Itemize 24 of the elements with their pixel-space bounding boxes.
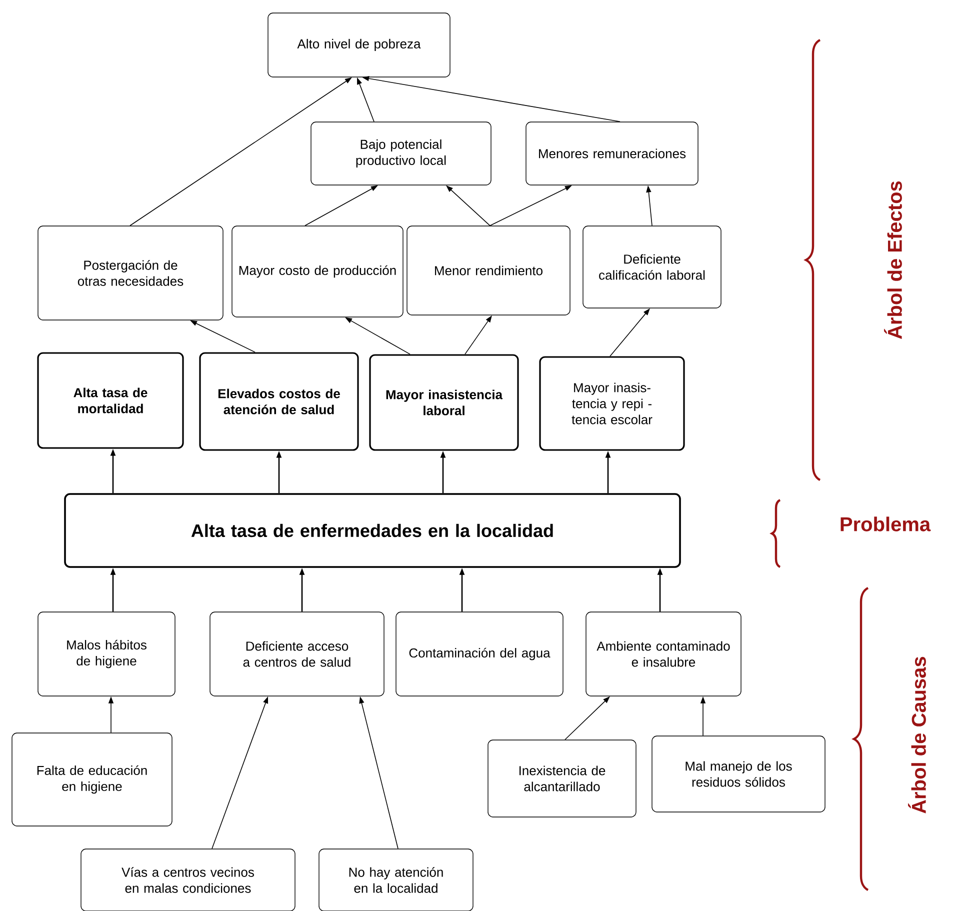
effect-box: Alta tasa de mortalidad [37, 352, 184, 449]
cause-box: Malos hábitos de higiene [38, 612, 176, 696]
effect-box: Mayor inasistencia laboral [369, 354, 519, 451]
problem-box: Alta tasa de enfermedades en la localidad [64, 493, 681, 568]
cause-box: Falta de educación en higiene [12, 732, 172, 826]
effect-box: Menor rendimiento [406, 226, 570, 316]
effect-box: Mayor inasis- tencia y repi - tencia escolar [539, 356, 685, 451]
cause-box: Vías a centros vecinos en malas condiciones [80, 848, 296, 911]
cause-box: Ambiente contaminado e insalubre [586, 612, 742, 696]
cause-box: No hay atención en la localidad [318, 848, 474, 911]
effect-box: Postergación de otras necesidades [38, 226, 224, 320]
effect-box: Deficiente calificación laboral [582, 226, 722, 308]
section-label: Árbol de Causas [908, 656, 926, 814]
effect-box: Bajo potencial productivo local [310, 122, 492, 186]
cause-box: Inexistencia de alcantarillado [488, 740, 636, 818]
effect-box: Elevados costos de atención de salud [199, 352, 359, 451]
cause-box: Deficiente acceso a centros de salud [210, 612, 384, 696]
effect-box: Mayor costo de producción [232, 226, 404, 318]
section-label: Árbol de Efectos [884, 181, 902, 339]
cause-box: Contaminación del agua [396, 612, 564, 696]
effect-box: Menores remuneraciones [526, 122, 698, 186]
effect-box: Alto nivel de pobreza [268, 12, 450, 78]
section-label: Problema [840, 516, 931, 532]
cause-box: Mal manejo de los residuos sólidos [652, 736, 826, 812]
